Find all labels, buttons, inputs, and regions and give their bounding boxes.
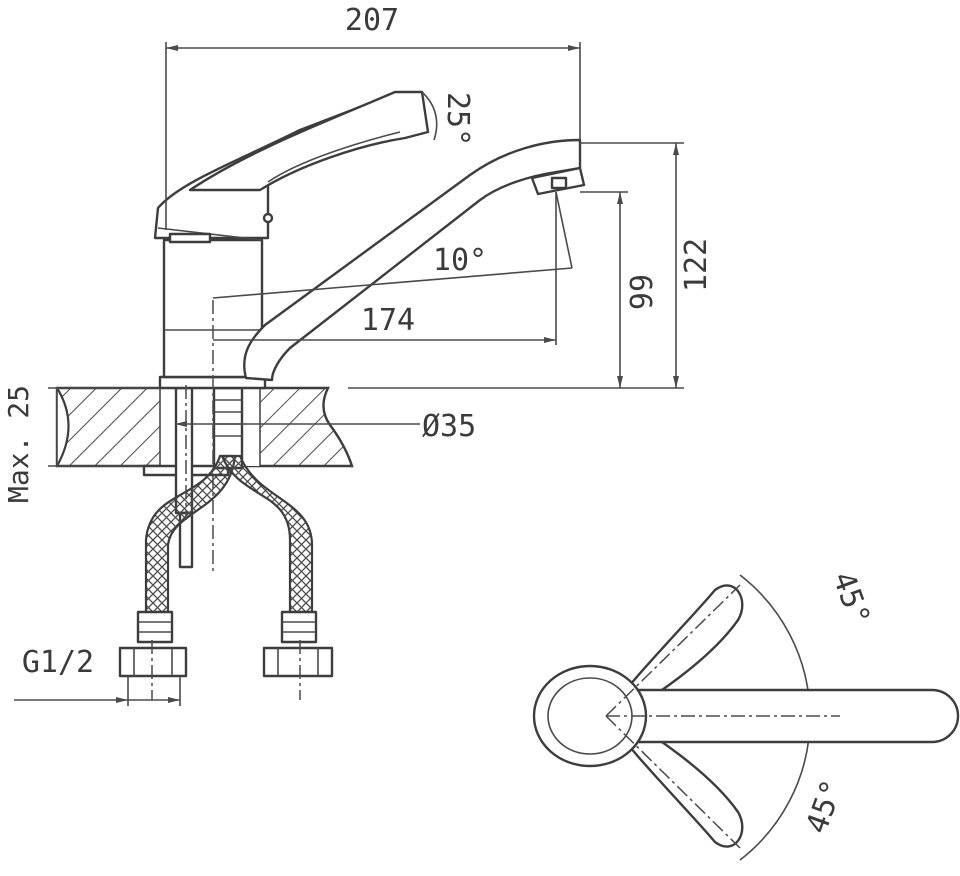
- lever-position-upper: [604, 584, 744, 718]
- side-view: 207 25° 10° 174 99: [2, 3, 714, 706]
- dim-spout-tilt: 10°: [212, 191, 573, 299]
- rotation-upper-label: 45°: [825, 567, 876, 630]
- dim-spout-reach: 174: [213, 192, 557, 345]
- dim-mount-diameter: Ø35: [175, 409, 476, 444]
- countertop-section: [55, 386, 354, 468]
- spout-tilt-label: 10°: [433, 243, 487, 278]
- lever-position-lower: [604, 714, 744, 848]
- body-top: [532, 664, 648, 768]
- top-view: 45° 45°: [532, 567, 960, 861]
- dim-overall-width: 207: [165, 3, 581, 230]
- mount-diameter-label: Ø35: [422, 409, 476, 444]
- dim-hose-thread: G1/2: [14, 645, 181, 706]
- spout-reach-label: 174: [361, 303, 415, 338]
- upper-lever-axis: [605, 584, 741, 717]
- dim-spout-height: 99: [580, 191, 660, 388]
- dim-lever-angle: 25°: [421, 91, 475, 146]
- overall-width-label: 207: [345, 3, 399, 38]
- lower-lever-axis: [605, 715, 741, 849]
- lever-angle-label: 25°: [440, 92, 475, 146]
- spout-height-label: 99: [625, 274, 660, 310]
- overall-height-label: 122: [679, 238, 714, 292]
- lever-handle: [153, 90, 430, 244]
- dim-counter-thickness: Max. 25: [2, 385, 160, 503]
- dim-overall-height: 122: [348, 142, 714, 389]
- counter-thickness-label: Max. 25: [2, 385, 35, 503]
- hose-thread-label: G1/2: [22, 645, 94, 680]
- rotation-lower-label: 45°: [799, 775, 850, 838]
- spout: [243, 138, 586, 382]
